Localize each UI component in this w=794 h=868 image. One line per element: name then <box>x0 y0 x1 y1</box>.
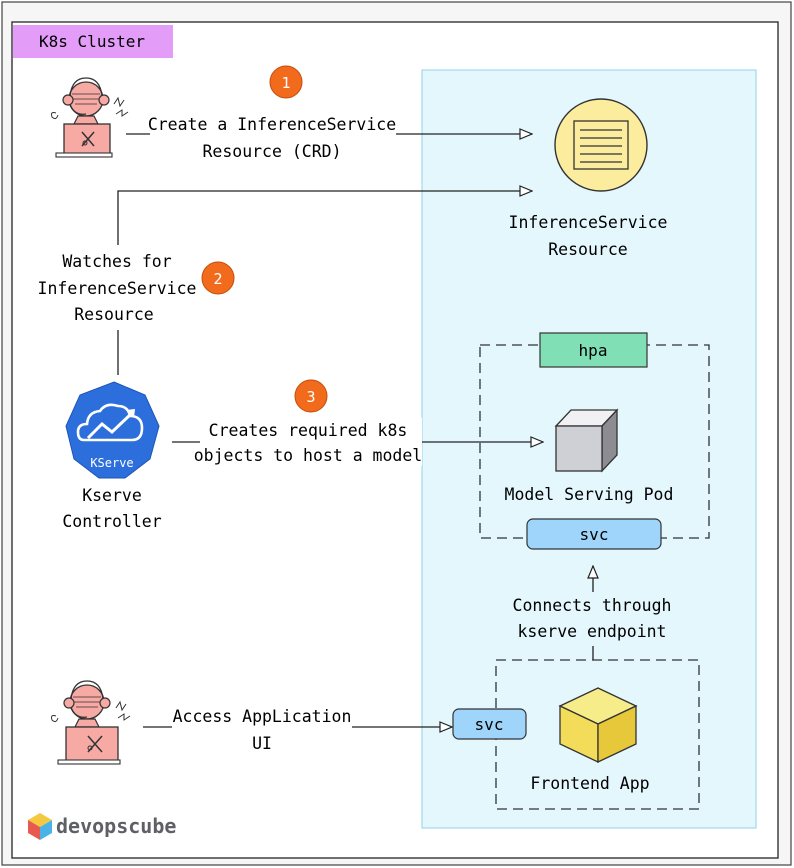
step3-label-bg <box>200 418 422 466</box>
svc-frontend-label: svc <box>475 715 504 734</box>
resource-label-line1: InferenceService <box>509 213 668 232</box>
step2-number: 2 <box>213 270 222 288</box>
access-label-bg <box>172 704 352 756</box>
step2-text-line1: Watches for <box>62 252 171 271</box>
inference-service-resource: InferenceService Resource <box>509 98 668 259</box>
kserve-label-line2: Controller <box>62 512 161 531</box>
developer-avatar-bottom <box>51 680 131 765</box>
connect-label-bg <box>512 592 674 646</box>
kserve-label-line1: Kserve <box>82 486 142 505</box>
devopscube-logo: devopscube <box>28 813 176 840</box>
step2-text-line2: InferenceService <box>38 279 197 298</box>
frontend-label: Frontend App <box>530 774 649 793</box>
step1-text-line2: Resource (CRD) <box>202 142 341 161</box>
step3-badge: 3 <box>294 379 328 413</box>
developer-avatar-top <box>51 77 129 158</box>
kserve-logo: KServe <box>65 381 160 479</box>
access-text-line1: Access AppLication <box>173 707 352 726</box>
pod-label: Model Serving Pod <box>505 485 674 504</box>
connect-text-line2: kserve endpoint <box>517 622 666 641</box>
access-text-line2: UI <box>252 734 272 753</box>
cloud-icon <box>76 403 144 442</box>
hpa-label: hpa <box>579 341 608 360</box>
step3-number: 3 <box>306 388 315 406</box>
cluster-tag-bg <box>13 25 173 58</box>
trend-icon <box>86 411 134 440</box>
step1-number: 1 <box>281 74 290 92</box>
document-icon <box>573 120 629 170</box>
step2-badge: 2 <box>201 261 235 295</box>
resource-label-line2: Resource <box>548 240 627 259</box>
arrow-watch-resource <box>117 191 532 245</box>
cluster-tag: K8s Cluster <box>13 25 173 58</box>
brand-name: devopscube <box>56 814 176 838</box>
hpa-box: hpa <box>539 332 648 368</box>
step3-text-line1: Creates required k8s <box>209 421 408 440</box>
step1-label-bg <box>150 111 396 163</box>
svc-model-box: svc <box>526 518 662 550</box>
svc-frontend-box: svc <box>452 708 527 740</box>
kserve-logo-text: KServe <box>90 456 133 470</box>
pod-cube-icon <box>554 408 619 473</box>
step1-badge: 1 <box>269 65 303 99</box>
step3-text-line2: objects to host a model <box>194 446 422 465</box>
cluster-tag-label: K8s Cluster <box>39 32 145 51</box>
svc-model-label: svc <box>580 525 609 544</box>
frontend-cube-icon <box>558 687 638 764</box>
step1-text-line1: Create a InferenceService <box>148 115 396 134</box>
connect-text-line1: Connects through <box>513 596 672 615</box>
step2-text-line3: Resource <box>74 305 153 324</box>
